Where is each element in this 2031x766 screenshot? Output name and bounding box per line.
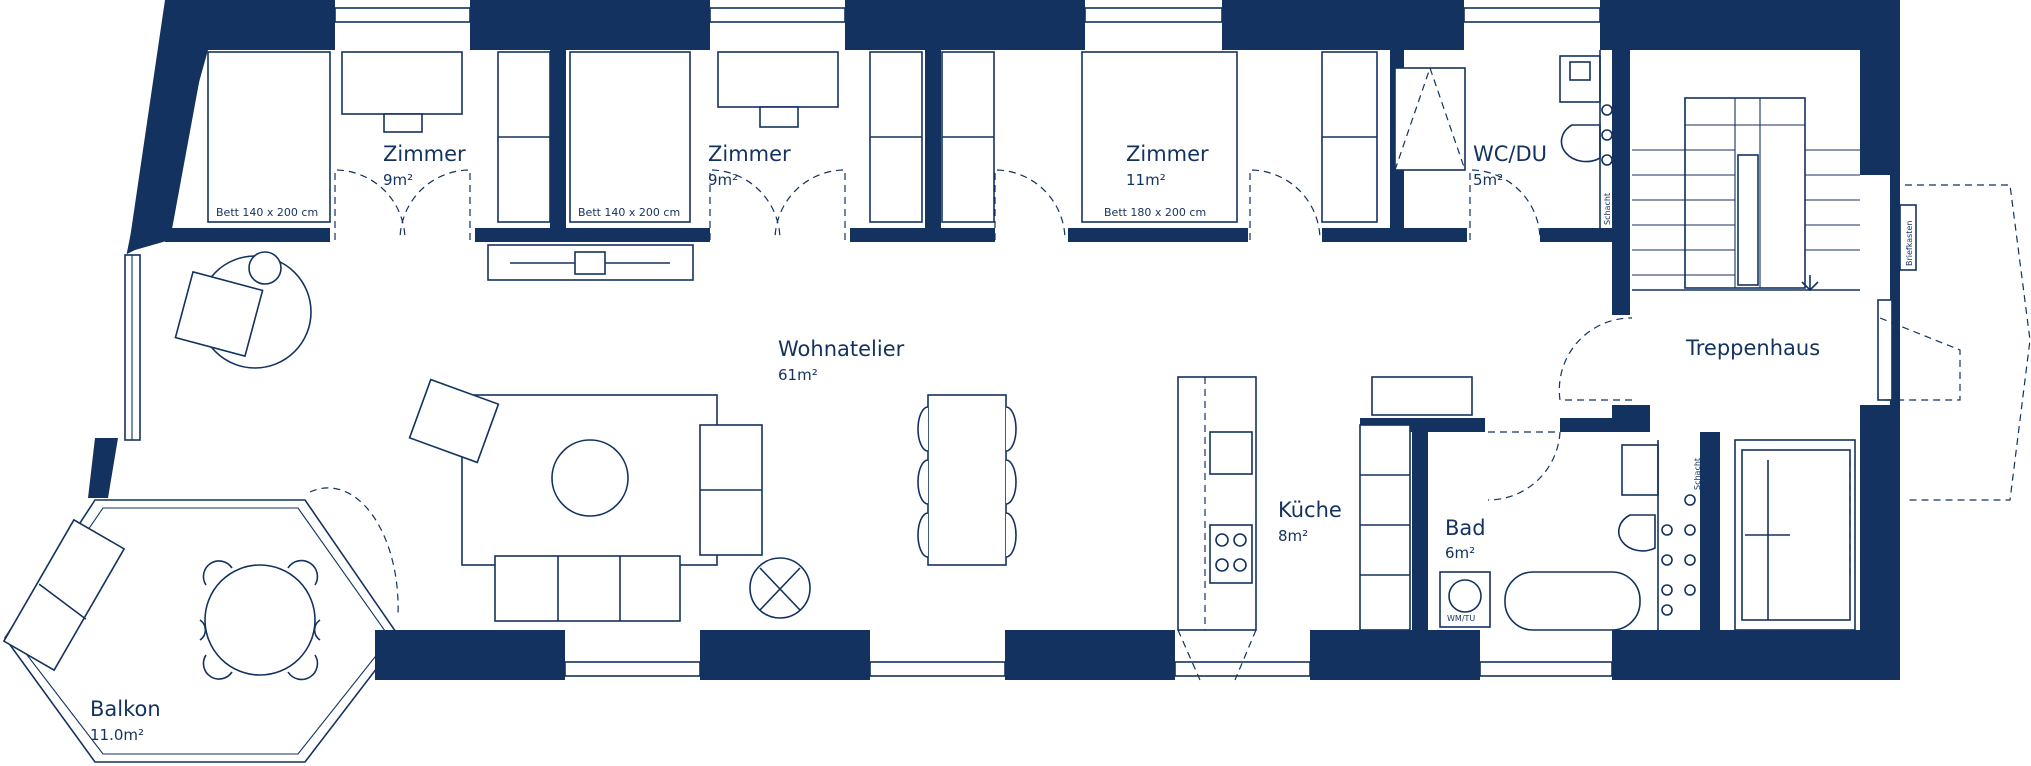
room-name: Küche: [1278, 498, 1342, 522]
bathtub: [1504, 571, 1641, 631]
room-name: WC/DU: [1473, 142, 1547, 166]
room-name: Balkon: [90, 697, 161, 721]
room-area: 11m²: [1126, 171, 1166, 189]
mailbox: [1899, 204, 1917, 271]
shower: [1394, 67, 1466, 171]
room-name: Zimmer: [1126, 142, 1209, 166]
bed-label: Bett 180 x 200 cm: [1104, 206, 1206, 219]
bed: [207, 51, 331, 223]
wc-du: Schacht WC/DU 5m²: [1394, 50, 1613, 241]
sink: [1209, 431, 1253, 475]
toilet: [1560, 124, 1601, 163]
desk: [341, 51, 463, 115]
bad: WM/TU Schacht Bad 6m²: [1439, 431, 1856, 631]
room-name: Treppenhaus: [1685, 336, 1820, 360]
kueche: Küche 8m²: [1177, 376, 1473, 681]
room-area: 6m²: [1445, 544, 1475, 562]
sink: [1621, 444, 1659, 496]
appliance-label: WM/TU: [1447, 614, 1475, 623]
schacht-label: Schacht: [1603, 193, 1612, 225]
room-area: 9m²: [383, 171, 413, 189]
bed-label: Bett 140 x 200 cm: [578, 206, 680, 219]
room-name: Wohnatelier: [778, 337, 905, 361]
room-area: 61m²: [778, 366, 818, 384]
room-name: Zimmer: [708, 142, 791, 166]
room-area: 5m²: [1473, 171, 1503, 189]
room-area: 11.0m²: [90, 726, 144, 744]
walls: [88, 0, 1900, 680]
desk: [717, 51, 839, 108]
room-area: 9m²: [708, 171, 738, 189]
zimmer-1: Bett 140 x 200 cm Zimmer 9m²: [207, 51, 551, 241]
zimmer-2: Bett 140 x 200 cm Zimmer 9m²: [569, 51, 923, 241]
briefkasten-label: Briefkasten: [1905, 221, 1914, 266]
wohnatelier: Wohnatelier 61m²: [124, 244, 1017, 622]
room-area: 8m²: [1278, 527, 1308, 545]
balkon: Balkon 11.0m²: [2, 499, 401, 763]
room-name: Bad: [1445, 516, 1486, 540]
chair: [759, 106, 799, 128]
room-name: Zimmer: [383, 142, 466, 166]
zimmer-3: Bett 180 x 200 cm Zimmer 11m²: [941, 51, 1378, 241]
schacht-label: Schacht: [1693, 458, 1702, 490]
bed: [1081, 51, 1238, 223]
cooktop: [1209, 524, 1253, 584]
bed-label: Bett 140 x 200 cm: [216, 206, 318, 219]
toilet: [1617, 514, 1656, 552]
treppenhaus: Briefkasten Treppenhaus: [1558, 97, 2031, 501]
bed: [569, 51, 691, 223]
chair: [383, 113, 423, 133]
